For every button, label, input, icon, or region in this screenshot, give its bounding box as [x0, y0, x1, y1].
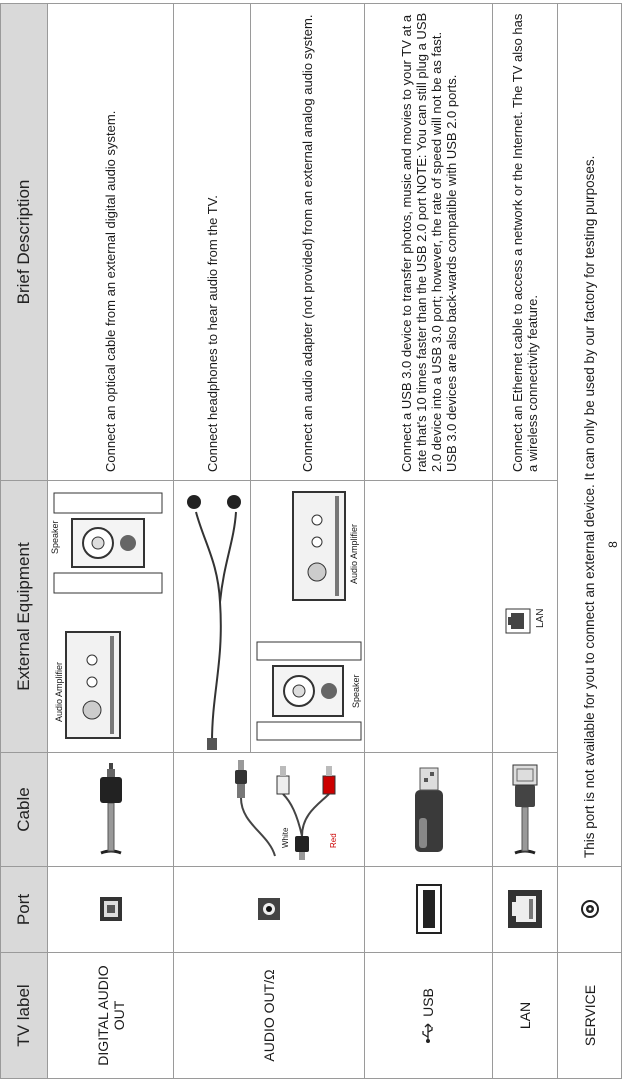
optical-cable-icon — [99, 763, 122, 855]
optical-port-icon — [99, 897, 122, 922]
tv-label-usb: USB — [364, 952, 493, 1079]
table-row: USB Connect a USB 3.0 device to transfer… — [364, 3, 493, 1079]
cable-usb-drive — [364, 752, 493, 867]
cable-ethernet — [492, 752, 558, 867]
tv-label-audio-out: AUDIO OUT/Ω — [173, 952, 365, 1079]
table-row: DIGITAL AUDIO OUT Audio Amplifier — [47, 3, 174, 1079]
description-digital-audio-out: Connect an optical cable from an externa… — [47, 3, 174, 481]
header-cable: Cable — [0, 752, 48, 867]
audio-amplifier-icon — [292, 491, 346, 601]
speaker-icon — [53, 492, 163, 594]
table-row: SERVICE This port is not available for y… — [557, 3, 622, 1079]
port-connection-table: TV label Port Cable External Equipment B… — [0, 3, 622, 1079]
audio-amplifier-caption: Audio Amplifier — [54, 661, 64, 722]
description-headphones: Connect headphones to hear audio from th… — [173, 3, 251, 481]
audio-jack-port-icon — [258, 898, 280, 921]
equipment-usb — [364, 480, 493, 753]
audio-amplifier-caption: Audio Amplifier — [349, 523, 359, 584]
port-audio-out — [173, 866, 365, 953]
audio-out-label-text: AUDIO OUT/ — [261, 979, 277, 1062]
tv-label-lan: LAN — [492, 952, 558, 1079]
port-lan — [492, 866, 558, 953]
description-analog-audio: Connect an audio adapter (not provided) … — [250, 3, 365, 481]
speaker-icon — [256, 641, 362, 741]
equipment-headphones — [173, 480, 251, 753]
header-external-equipment: External Equipment — [0, 480, 48, 753]
cable-headphone-and-rca — [173, 752, 365, 867]
speaker-caption: Speaker — [50, 520, 60, 554]
header-port: Port — [0, 866, 48, 953]
headphone-icon: Ω — [261, 969, 277, 980]
speaker-caption: Speaker — [351, 674, 361, 708]
equipment-analog-audio: Speaker Audio Amplifier White Red — [250, 480, 365, 848]
tv-label-digital-audio-out: DIGITAL AUDIO OUT — [47, 952, 174, 1079]
usb-label-text: USB — [419, 988, 436, 1017]
port-usb — [364, 866, 493, 953]
audio-amplifier-icon — [65, 631, 121, 739]
header-brief-description: Brief Description — [0, 3, 48, 481]
cable-optical — [47, 752, 174, 867]
red-plug-caption: Red — [329, 833, 338, 848]
white-plug-caption: White — [281, 827, 290, 848]
headphone-cable-icon — [235, 760, 336, 861]
ethernet-cable-icon — [512, 765, 538, 855]
usb-drive-icon — [414, 768, 443, 853]
header-tv-label: TV label — [0, 952, 48, 1079]
description-usb: Connect a USB 3.0 device to transfer pho… — [364, 3, 493, 481]
description-lan: Connect an Ethernet cable to access a ne… — [492, 3, 558, 481]
table-row: AUDIO OUT/Ω Connect — [173, 3, 365, 1079]
headphones-icon — [187, 495, 241, 750]
service-port-icon — [580, 900, 599, 919]
lan-caption: LAN — [535, 608, 546, 628]
usb-port-icon — [415, 884, 442, 935]
equipment-digital-audio: Audio Amplifier Speaker — [47, 480, 174, 753]
port-service — [557, 866, 622, 953]
table-row: Speaker Audio Amplifier White Red Connec… — [250, 3, 365, 1079]
port-digital-audio-out — [47, 866, 174, 953]
lan-port-icon — [508, 890, 542, 929]
page-number: 8 — [606, 541, 620, 548]
table-header-row: TV label Port Cable External Equipment B… — [0, 3, 48, 1079]
table-row: LAN LAN Connect an Ethernet cable — [492, 3, 558, 1079]
equipment-lan: LAN — [492, 480, 558, 753]
lan-router-icon — [505, 608, 531, 634]
usb-icon — [421, 1023, 433, 1043]
